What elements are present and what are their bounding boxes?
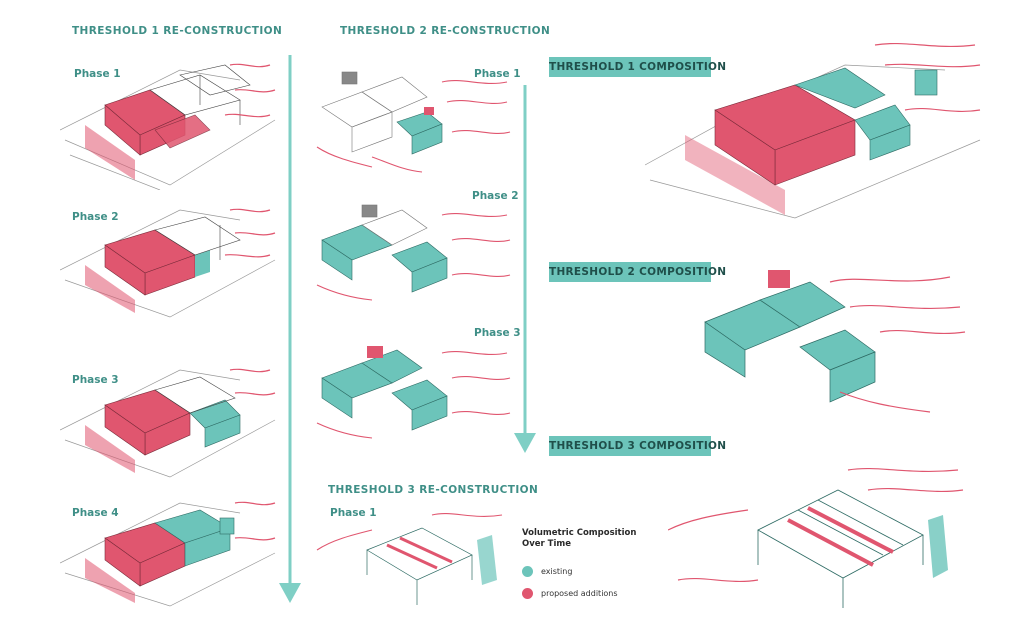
- threshold-1-timeline-arrow: [279, 55, 301, 603]
- t2-composition-drawing: [704, 270, 966, 413]
- t1-phase-1-drawing: [60, 63, 276, 190]
- t1-phase-3-label: Phase 3: [72, 374, 119, 386]
- threshold-3-reconstruction-heading: THRESHOLD 3 RE-CONSTRUCTION: [328, 484, 539, 496]
- t3-phase-1-label: Phase 1: [330, 507, 377, 519]
- legend-proposed: proposed additions: [522, 588, 618, 599]
- t3-phase-1-drawing: [316, 513, 503, 605]
- legend-existing-label: existing: [541, 567, 573, 576]
- t2-phase-3-drawing: [316, 346, 511, 439]
- threshold-2-composition-badge: THRESHOLD 2 COMPOSITION: [549, 262, 726, 282]
- t2-phase-3-label: Phase 3: [474, 327, 521, 339]
- t1-phase-3-drawing: [60, 368, 276, 478]
- legend-proposed-label: proposed additions: [541, 589, 618, 598]
- legend-existing: existing: [522, 566, 572, 577]
- threshold-2-timeline-arrow: [514, 85, 536, 453]
- legend-title: Volumetric Composition Over Time: [522, 528, 637, 549]
- t1-phase-4-label: Phase 4: [72, 507, 119, 519]
- proposed-swatch: [522, 588, 533, 599]
- threshold-1-composition-badge: THRESHOLD 1 COMPOSITION: [549, 57, 726, 77]
- t2-phase-2-drawing: [316, 204, 511, 301]
- threshold-3-composition-badge: THRESHOLD 3 COMPOSITION: [549, 436, 726, 456]
- t1-phase-1-label: Phase 1: [74, 68, 121, 80]
- t1-phase-4-drawing: [60, 501, 276, 607]
- t1-phase-2-label: Phase 2: [72, 211, 119, 223]
- t2-phase-1-drawing: [316, 71, 511, 173]
- threshold-2-reconstruction-heading: THRESHOLD 2 RE-CONSTRUCTION: [340, 25, 551, 37]
- t1-phase-2-drawing: [60, 208, 276, 318]
- threshold-1-reconstruction-heading: THRESHOLD 1 RE-CONSTRUCTION: [72, 25, 283, 37]
- t3-composition-drawing: [668, 467, 964, 608]
- t1-composition-drawing: [645, 42, 981, 219]
- existing-swatch: [522, 566, 533, 577]
- t2-phase-1-label: Phase 1: [474, 68, 521, 80]
- t2-phase-2-label: Phase 2: [472, 190, 519, 202]
